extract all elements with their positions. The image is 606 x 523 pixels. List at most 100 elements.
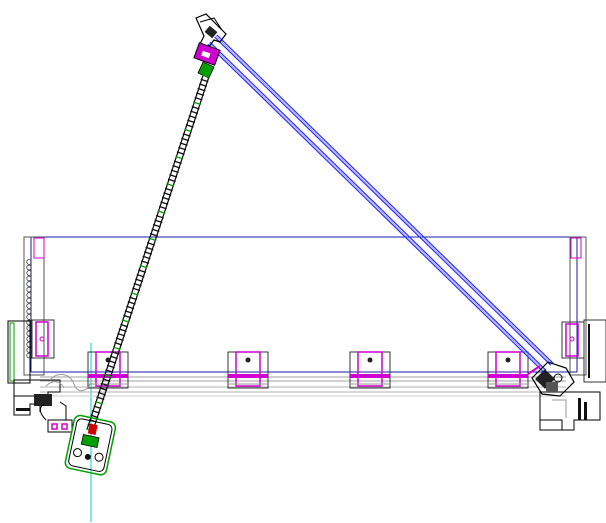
cable-segment [181,137,190,142]
cable-segment [194,96,203,101]
cable-segment [106,364,115,369]
cable-segment [182,133,191,137]
left-slot-column [26,259,32,359]
cable-segment [145,246,154,251]
bracket [349,351,391,389]
cable-segment [160,201,169,205]
slot [26,292,32,298]
cable-segment [191,105,200,110]
cable-segment [188,114,197,119]
cable-segment [114,341,123,346]
slot [26,308,32,315]
cable-segment [135,278,144,283]
cable-segment [197,87,206,92]
cable-segment [155,214,164,219]
cable-segment [138,269,147,274]
cable-segment [178,146,187,151]
cable-segment [176,151,185,156]
left-bottom-hardware [13,374,91,433]
bottom-pivot [527,361,575,397]
cable-segment [193,101,202,106]
cable-segment [201,74,211,78]
cable-segment [167,178,176,183]
cable-segment [190,110,199,115]
cable-segment [129,296,138,301]
cable-segment [130,291,139,296]
cable-segment [124,310,133,314]
cable-segment [142,255,151,260]
slot [26,270,32,276]
cable-segment [157,210,166,215]
cable-segment [200,78,209,83]
cable-segment [93,405,102,410]
cable-segment [99,387,108,392]
cable-segment [151,228,160,233]
slot [26,319,32,326]
cable-segment [90,414,99,419]
cable-segment [105,369,114,373]
left-post [7,236,55,384]
cable-segment [170,169,179,174]
cable-segment [185,124,194,128]
cable-segment [146,242,155,246]
cable-segment [97,391,106,396]
slot [26,297,32,304]
cable-segment [126,305,135,310]
cable-segment [141,260,150,264]
slot [26,325,32,331]
cable-segment [94,400,103,405]
cable-segment [108,360,117,364]
slot [26,259,32,265]
arm-line [216,34,554,364]
slot [26,281,32,287]
cable-segment [173,160,182,165]
cable-segment [148,237,157,242]
cable-segment [123,314,132,319]
cable-segment [132,287,141,292]
cable-segment [115,337,124,342]
cable-segment [109,355,118,360]
cable-segment [112,346,121,351]
cable-segment [139,264,148,269]
cable-segment [120,323,129,328]
slot [26,314,32,320]
slot [26,336,32,342]
cable-segment [143,251,153,255]
slot [26,352,32,359]
arm-line [209,41,547,371]
cable-segment [175,155,184,160]
top-hinge [193,13,227,79]
cable-segment [199,83,208,87]
slot [26,264,32,271]
cable-segment [179,142,188,146]
cable-segment [161,196,170,201]
cable-segment [184,128,193,133]
arm-line [207,43,545,373]
control-box [64,414,117,476]
bracket [227,351,269,389]
cable-segment [91,409,100,414]
support-arm [207,34,554,373]
cable-segment [118,328,127,333]
cable-segment [163,192,172,196]
cable-segment [117,332,126,337]
cable-segment [164,187,173,192]
cable-segment [154,219,163,224]
cable-segment [152,223,161,228]
right-post [561,236,606,383]
slot [26,275,32,282]
bracket-group [87,351,529,389]
slot [26,347,32,353]
cable-segment [172,164,181,169]
actuator-cable [85,74,211,432]
arm-line [215,35,553,365]
cable-segment [149,232,158,237]
cable-segment [158,205,167,210]
right-bottom-hardware [539,391,601,431]
slot [26,330,32,337]
cable-segment [111,350,120,355]
slot [26,303,32,309]
cable-segment [169,173,178,178]
cable-segment [166,183,175,187]
